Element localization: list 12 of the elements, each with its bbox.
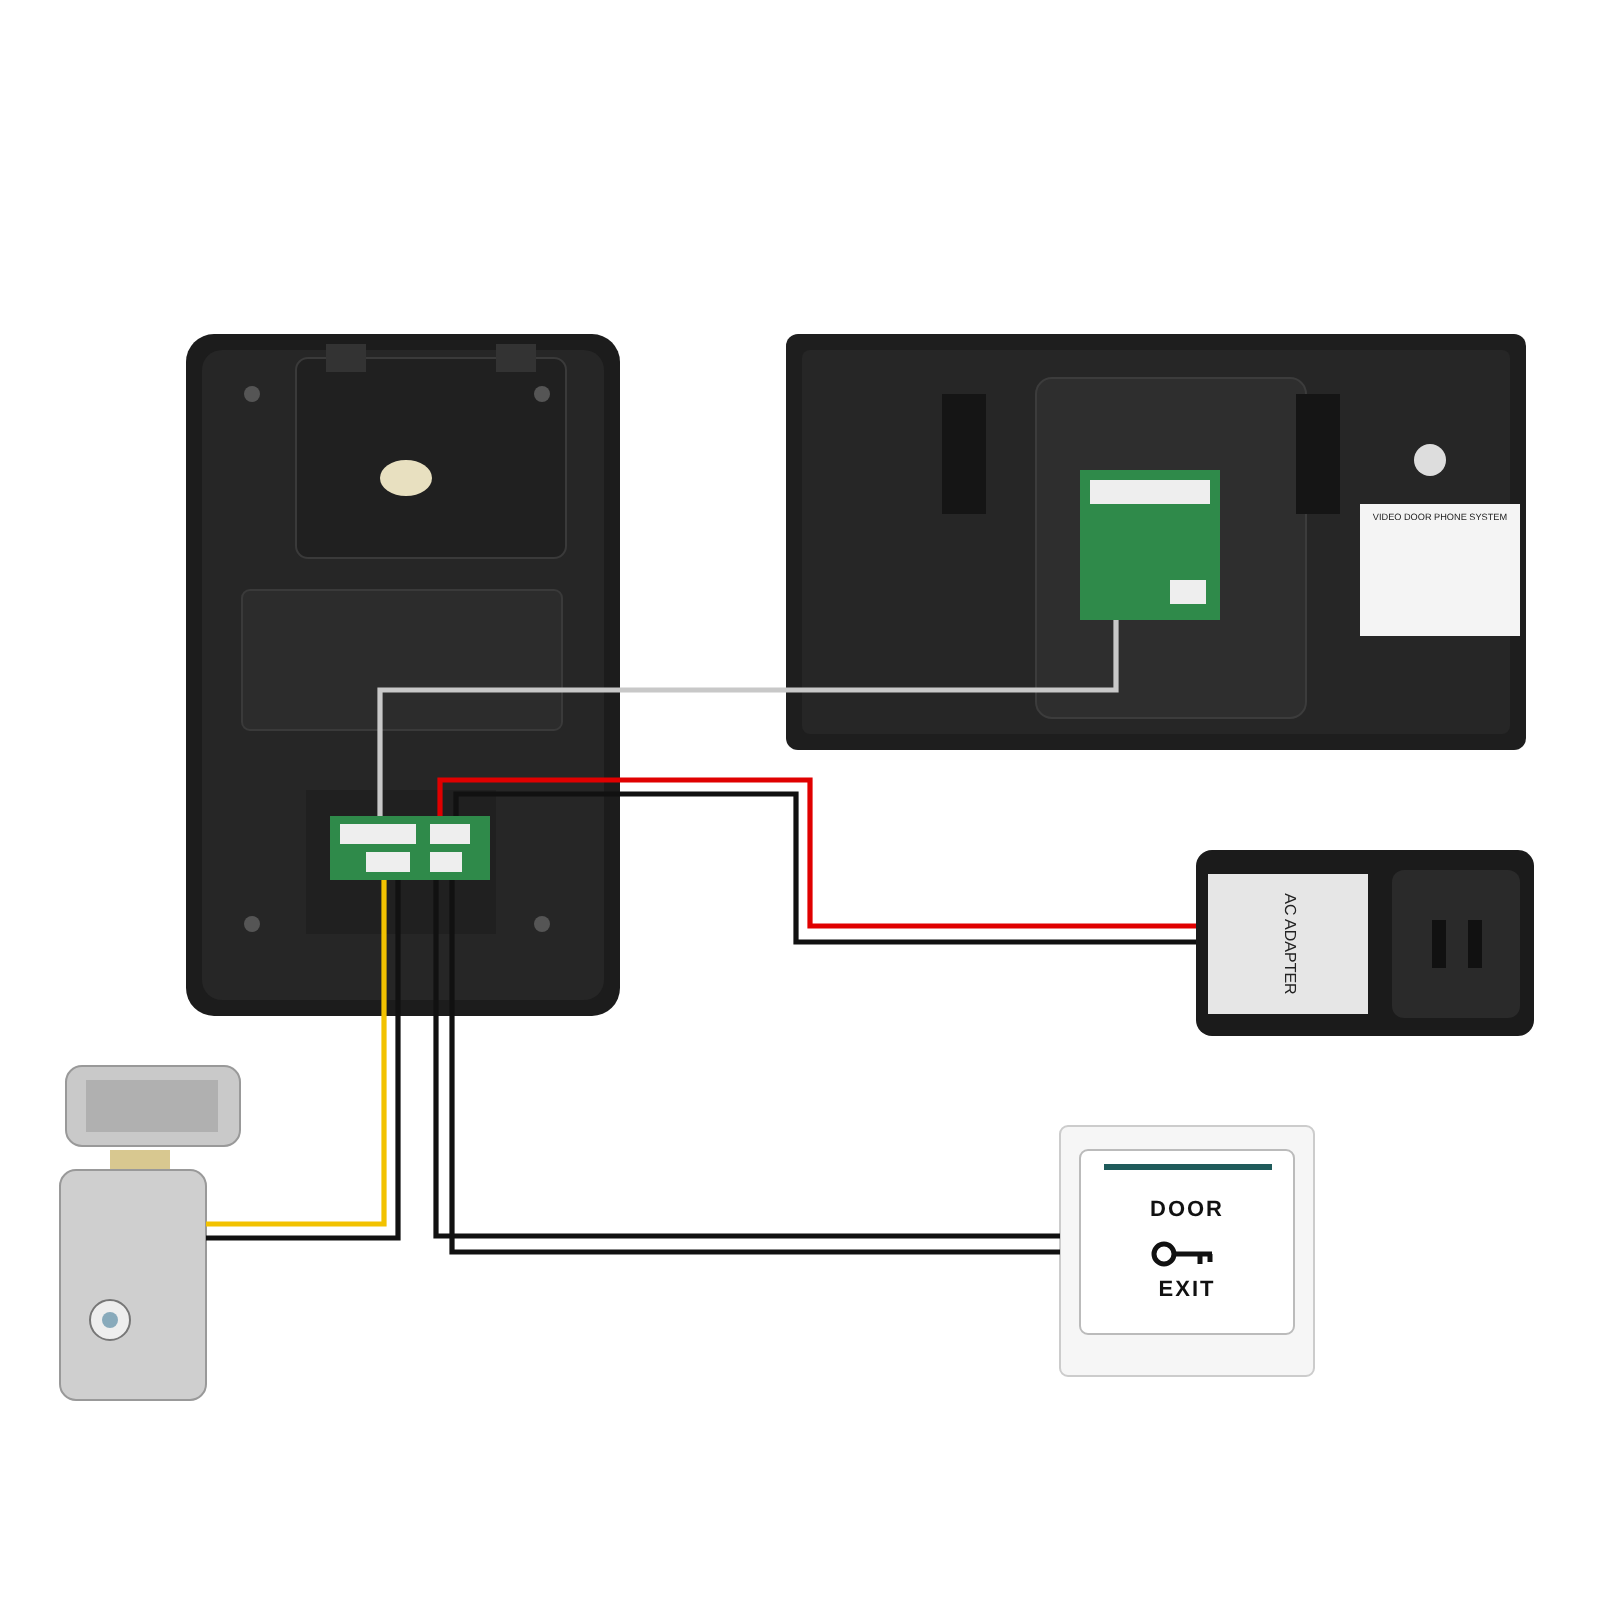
wire: [377, 620, 1119, 816]
button-label: EXIT: [1156, 1278, 1218, 1303]
indoor-monitor-drawing: [786, 334, 1526, 750]
power-adapter-drawing: [1196, 850, 1534, 1036]
exit-button-drawing: [1060, 1126, 1314, 1376]
wire: [453, 791, 1196, 945]
button-label: DOOR: [1148, 1198, 1226, 1223]
door-camera-unit-drawing: [186, 334, 620, 1016]
terminal-board-drawing: [1080, 470, 1220, 620]
label-text: AC ADAPTER: [1279, 893, 1297, 995]
wire: [437, 777, 1196, 929]
terminal-board-drawing: [330, 816, 490, 880]
